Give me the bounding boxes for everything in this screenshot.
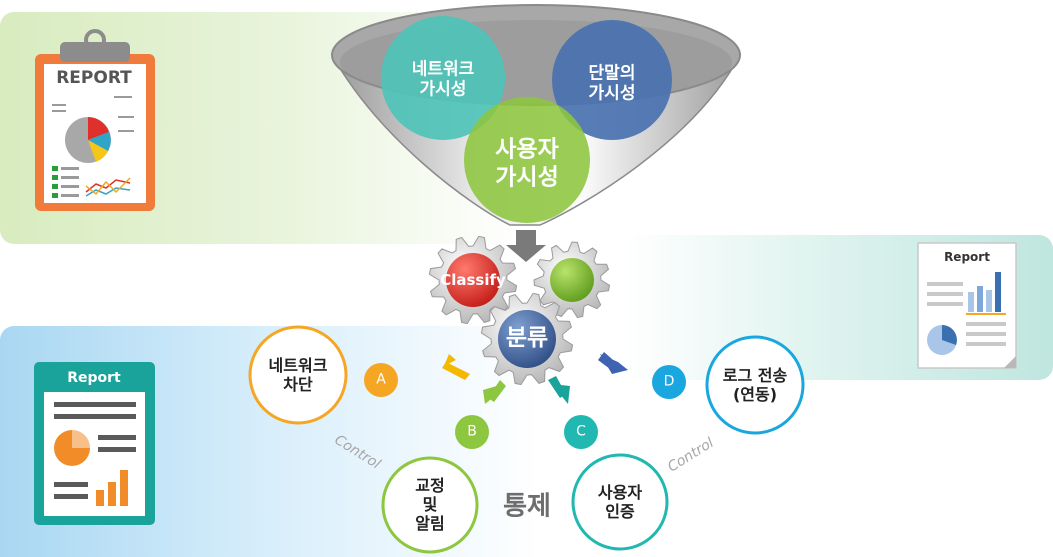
node-b — [381, 415, 489, 554]
node-a-letter: A — [376, 371, 386, 388]
funnel — [330, 4, 742, 226]
node-a — [248, 325, 398, 425]
node-d-letter: D — [663, 373, 675, 390]
node-c-letter: C — [576, 423, 586, 440]
node-d — [652, 335, 805, 435]
terminal-visibility-circle — [552, 20, 672, 140]
control-center-label: 통제 — [503, 491, 551, 522]
classify-gear — [428, 235, 518, 325]
node-c-label: 사용자 인증 — [597, 482, 643, 521]
node-b-letter: B — [467, 423, 477, 440]
user-visibility-circle — [464, 97, 590, 223]
node-a-label: 네트워크 차단 — [268, 355, 328, 394]
report-document-right-icon — [917, 242, 1017, 369]
classify-ko-gear — [480, 292, 574, 386]
network-visibility-label: 네트워크 가시성 — [411, 59, 475, 100]
report-document-teal-icon — [34, 362, 155, 525]
arrows — [442, 352, 628, 404]
arrow-to-d-icon — [598, 352, 628, 374]
arrow-to-c-icon — [548, 376, 570, 404]
user-visibility-label: 사용자 가시성 — [495, 136, 559, 190]
report-right-title: Report — [944, 250, 990, 264]
report-teal-title: Report — [67, 370, 121, 386]
down-arrow-icon — [506, 230, 546, 262]
node-d-label: 로그 전송 (연동) — [722, 365, 788, 404]
gear-cluster — [428, 235, 611, 386]
green-gear — [533, 241, 611, 319]
node-b-label: 교정 및 알림 — [415, 476, 445, 534]
terminal-visibility-label: 단말의 가시성 — [588, 63, 636, 104]
arrow-to-a-icon — [442, 354, 470, 380]
node-c — [564, 415, 669, 551]
report-clipboard-icon — [35, 29, 155, 211]
classify-ko-gear-label: 분류 — [505, 325, 549, 352]
arrow-to-b-icon — [483, 380, 506, 404]
report-clipboard-title: REPORT — [56, 68, 132, 88]
network-visibility-circle — [381, 16, 505, 140]
classify-gear-label: Classify — [440, 271, 506, 289]
